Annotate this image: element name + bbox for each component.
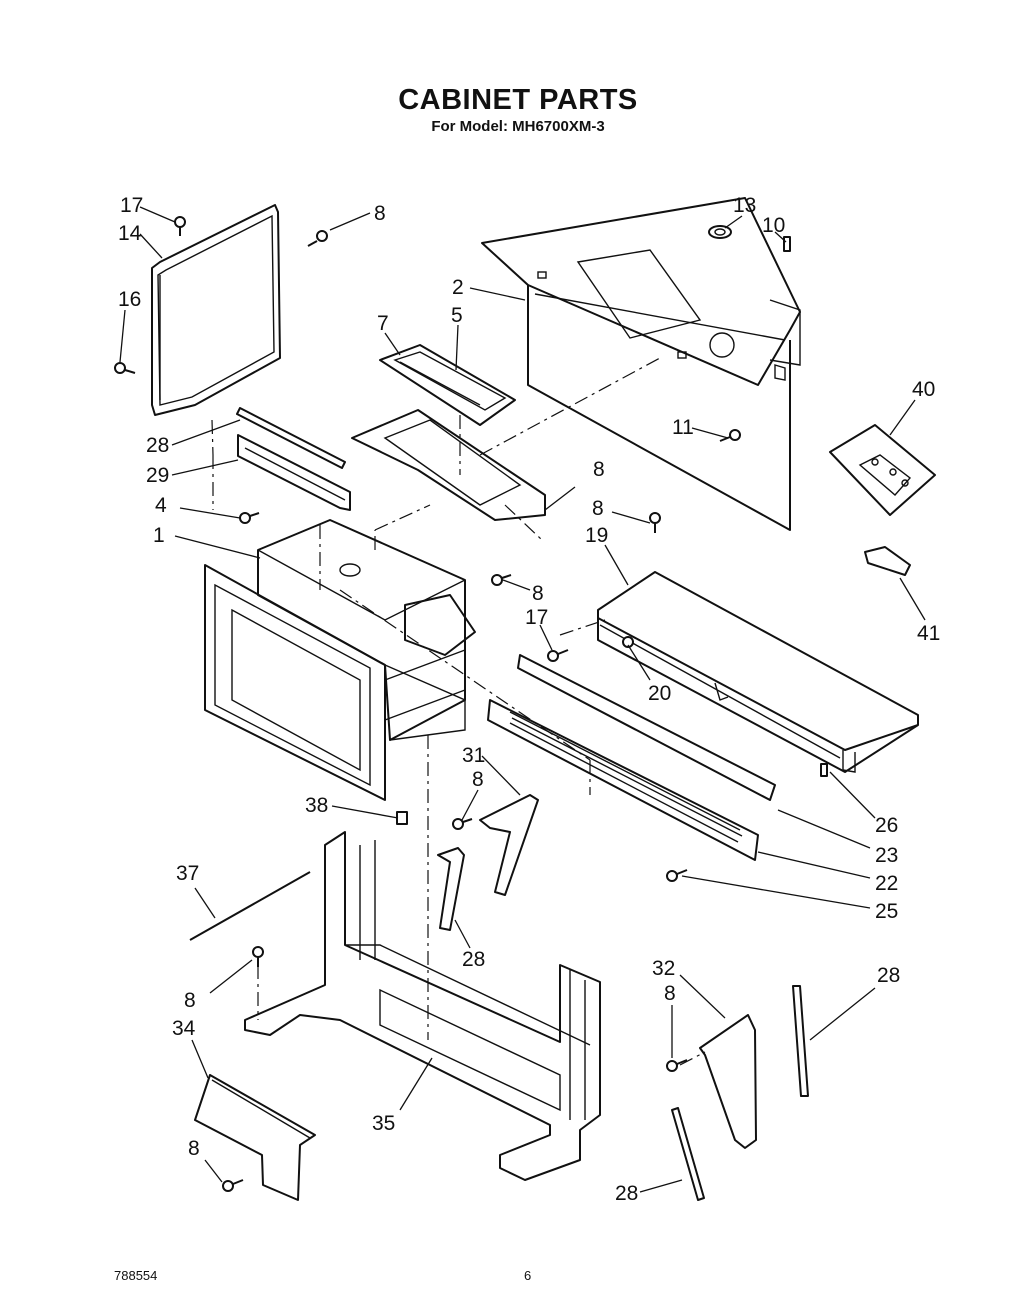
part-22-grille bbox=[487, 699, 759, 861]
document-number: 788554 bbox=[114, 1268, 158, 1283]
part-1-cavity-frame bbox=[204, 519, 476, 801]
callout-31: 31 bbox=[462, 744, 485, 767]
callout-8: 8 bbox=[592, 497, 604, 520]
callout-34: 34 bbox=[172, 1017, 196, 1040]
callout-41: 41 bbox=[917, 622, 940, 645]
callout-17: 17 bbox=[525, 606, 548, 629]
callout-7: 7 bbox=[377, 312, 389, 335]
callout-17: 17 bbox=[120, 194, 143, 217]
callout-8: 8 bbox=[532, 582, 544, 605]
callout-26: 26 bbox=[875, 814, 898, 837]
callout-28: 28 bbox=[615, 1182, 638, 1205]
callout-8: 4 bbox=[155, 494, 167, 517]
callout-10: 10 bbox=[762, 214, 785, 237]
part-41-clip bbox=[864, 546, 911, 576]
callout-25: 25 bbox=[875, 900, 898, 923]
part-31-bracket bbox=[479, 794, 539, 896]
part-35-base-frame bbox=[244, 831, 601, 1181]
callout-40: 40 bbox=[912, 378, 935, 401]
part-23-strip bbox=[517, 654, 776, 801]
part-7-5-tray bbox=[379, 344, 516, 426]
part-14-side-panel bbox=[151, 204, 281, 416]
callout-29: 29 bbox=[146, 464, 169, 487]
callout-16: 16 bbox=[118, 288, 141, 311]
callout-labels: 17 14 8 16 13 10 2 7 5 40 11 28 29 8 4 8… bbox=[118, 194, 940, 1205]
callout-28: 28 bbox=[877, 964, 900, 987]
callout-8: 8 bbox=[188, 1137, 200, 1160]
callout-13: 13 bbox=[733, 194, 756, 217]
callout-32: 32 bbox=[652, 957, 675, 980]
callout-8: 8 bbox=[664, 982, 676, 1005]
callout-8: 8 bbox=[472, 768, 484, 791]
callout-22: 22 bbox=[875, 872, 898, 895]
callout-8: 8 bbox=[374, 202, 386, 225]
model-subtitle: For Model: MH6700XM-3 bbox=[431, 118, 605, 135]
callout-23: 23 bbox=[875, 844, 898, 867]
callout-5: 5 bbox=[451, 304, 463, 327]
screws-hardware bbox=[114, 216, 828, 1192]
part-32-bracket bbox=[699, 1014, 757, 1149]
callout-11: 11 bbox=[672, 416, 694, 439]
callout-20: 20 bbox=[648, 682, 671, 705]
page-number: 6 bbox=[524, 1268, 532, 1283]
part-40-hardware-bag bbox=[829, 424, 936, 516]
leader-lines bbox=[119, 206, 926, 1193]
assembly-lines bbox=[211, 357, 706, 1066]
callout-38: 38 bbox=[305, 794, 328, 817]
callout-35: 35 bbox=[372, 1112, 395, 1135]
callout-28: 28 bbox=[462, 948, 485, 971]
callout-2: 2 bbox=[452, 276, 464, 299]
page-title: CABINET PARTS bbox=[398, 84, 638, 116]
part-28-29-rails bbox=[236, 407, 351, 511]
callout-8: 8 bbox=[184, 989, 196, 1012]
part-4-shelf bbox=[351, 409, 546, 521]
callout-28: 28 bbox=[146, 434, 169, 457]
part-2-top-panel bbox=[481, 197, 801, 531]
part-28-lower-rails bbox=[437, 847, 809, 1201]
callout-19: 19 bbox=[585, 524, 608, 547]
part-19-control-box bbox=[597, 571, 919, 773]
callout-1: 1 bbox=[153, 524, 165, 547]
part-37-rod bbox=[189, 871, 311, 941]
callout-14: 14 bbox=[118, 222, 142, 245]
callout-37: 37 bbox=[176, 862, 199, 885]
callout-4: 8 bbox=[593, 458, 605, 481]
part-34-shield bbox=[194, 1074, 316, 1201]
